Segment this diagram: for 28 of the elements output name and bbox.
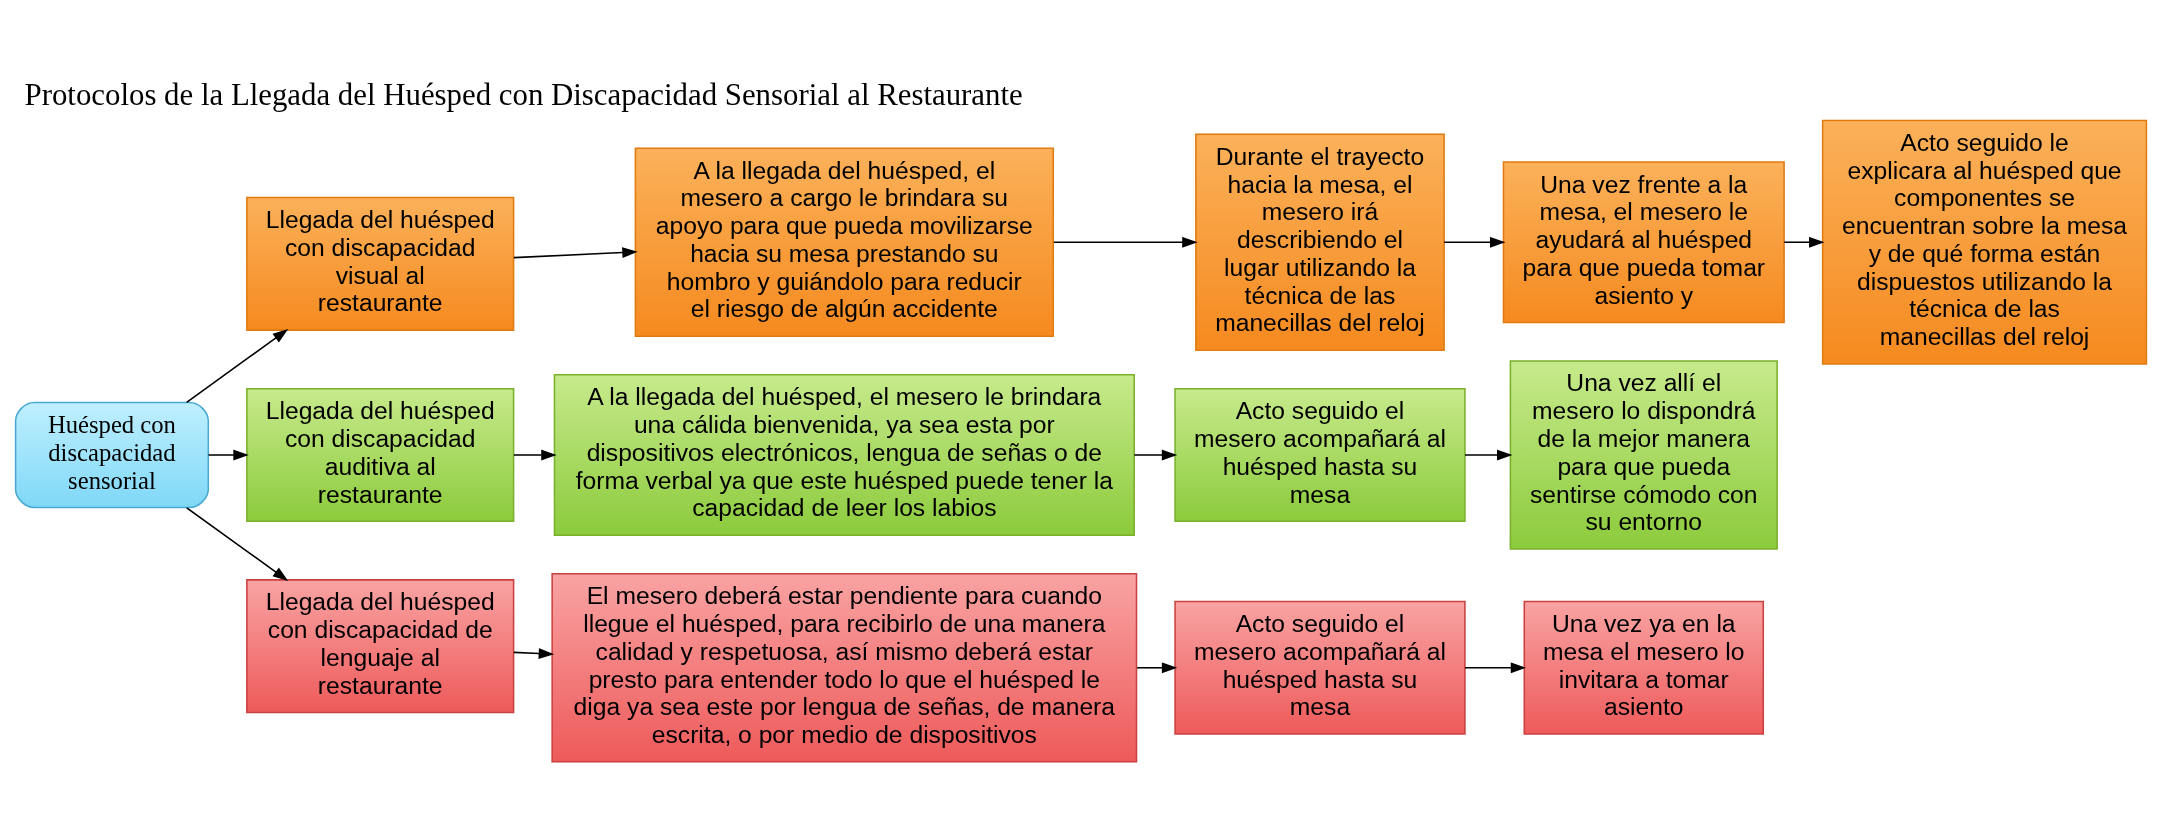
arrow	[1136, 662, 1178, 674]
arrow	[185, 507, 289, 581]
node-box: Una vez allí el mesero lo dispondrá de la mejor manera para que pueda sentirse cómodo con su entorno	[1509, 360, 1778, 550]
arrow	[513, 247, 638, 259]
node-box: Acto seguido el mesero acompañará al huésped hasta su mesa	[1174, 387, 1466, 523]
node-box: Durante el trayecto hacia la mesa, el mesero irá describiendo el lugar utilizando la técnica de las manecillas del reloj	[1195, 133, 1445, 351]
node-box: Acto seguido le explicara al huésped que componentes se encuentran sobre la mesa y de qué forma están dispuestos utilizando la técnica de las manecillas del reloj	[1821, 119, 2148, 365]
node-box: Llegada del huésped con discapacidad auditiva al restaurante	[246, 387, 515, 523]
node-box: Llegada del huésped con discapacidad visual al restaurante	[246, 196, 515, 331]
node-box: Acto seguido el mesero acompañará al huésped hasta su mesa	[1174, 600, 1466, 735]
arrow	[1133, 449, 1178, 461]
node-box: Llegada del huésped con discapacidad de lenguaje al restaurante	[246, 579, 515, 714]
arrow	[1053, 236, 1198, 248]
arrow	[513, 449, 557, 461]
diagram-title: Protocolos de la Llegada del Huésped con Discapacidad Sensorial al Restaurante	[24, 78, 1023, 112]
arrow	[1464, 449, 1513, 461]
node-box: A la llegada del huésped, el mesero le brindara una cálida bienvenida, ya sea esta por dispositivos electrónicos, lengua de señas o de forma verbal ya que este huésped puede tener la capacidad de leer los labios	[553, 374, 1135, 536]
node-box: A la llegada del huésped, el mesero a cargo le brindara su apoyo para que pueda movilizarse hacia su mesa prestando su hombro y guiándolo para reducir el riesgo de algún accidente	[634, 147, 1054, 338]
arrow	[207, 449, 249, 461]
arrow	[513, 648, 555, 659]
arrow	[185, 329, 289, 404]
node-box: Huésped con discapacidad sensorial	[14, 401, 210, 509]
arrow	[1443, 236, 1506, 248]
node-box: Una vez ya en la mesa el mesero lo invitara a tomar asiento	[1523, 600, 1765, 735]
arrow	[1783, 236, 1825, 248]
arrow	[1464, 662, 1527, 674]
node-box: Una vez frente a la mesa, el mesero le ayudará al huésped para que pueda tomar asiento y	[1502, 161, 1785, 324]
node-box: El mesero deberá estar pendiente para cuando llegue el huésped, para recibirlo de una manera calidad y respetuosa, así mismo deberá estar presto para entender todo lo que el huésped le diga ya sea este por lengua de señas, de manera escrita, o por medio de dispositivos	[551, 572, 1138, 763]
